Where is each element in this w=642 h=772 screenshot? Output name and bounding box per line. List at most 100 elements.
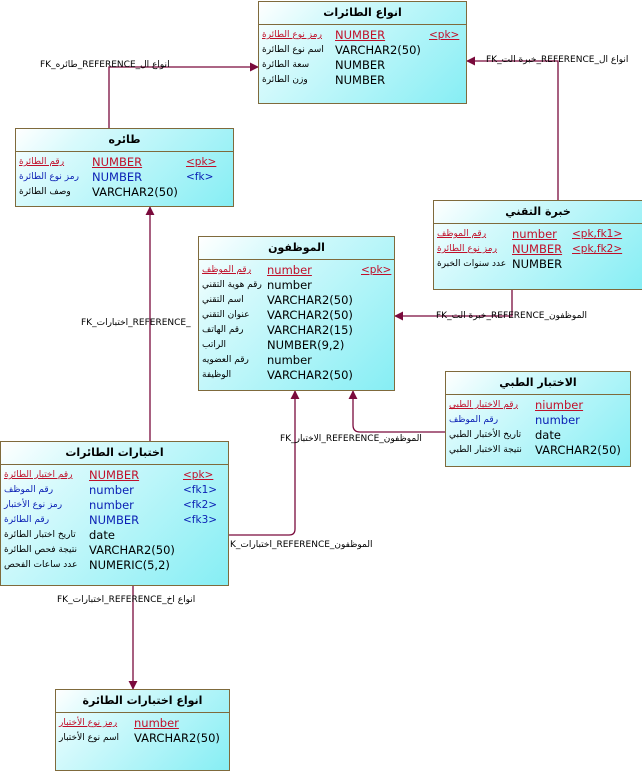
column-name: رقم اختبار الطائرة [4, 470, 73, 480]
column-key-badge: <pk,fk2> [572, 243, 623, 255]
column-name: عنوان التقني [202, 310, 250, 320]
column-key-badge: <pk,fk1> [572, 228, 623, 240]
column-type: VARCHAR2(50) [134, 731, 220, 745]
column-row[interactable]: رقم الطائرة NUMBER <fk3> [1, 513, 228, 528]
link-medical-to-employees[interactable] [348, 390, 445, 433]
column-name: نتيجة فحص الطائرة [4, 545, 77, 555]
column-name: نتيجة الاختبار الطبي [449, 445, 522, 455]
column-name: رقم الموظف [449, 415, 499, 425]
column-row[interactable]: تاريخ الأختبار الطبي date [446, 428, 630, 443]
relationship-label: FK_طائره_REFERENCE_انواع ال [40, 60, 170, 70]
column-type: date [89, 528, 115, 542]
column-row[interactable]: اسم نوع الطائرة VARCHAR2(50) [259, 43, 466, 58]
column-type: NUMBER [92, 155, 143, 169]
column-key-badge: <fk2> [183, 499, 218, 511]
column-name: عدد ساعات الفحص [4, 560, 78, 570]
column-key-badge: <pk> [186, 156, 217, 168]
column-row[interactable]: رمز نوع الطائرة NUMBER <pk,fk2> [434, 242, 642, 257]
column-name: رقم الاختبار الطبي [449, 400, 518, 410]
column-type: NUMBER(9,2) [267, 338, 345, 352]
link-aircraft-to-types[interactable] [108, 62, 259, 128]
column-name: وصف الطائرة [19, 187, 71, 197]
column-name: سعة الطائرة [262, 60, 310, 70]
column-name: تاريخ اختبار الطائرة [4, 530, 76, 540]
column-name: رقم الموظف [4, 485, 54, 495]
column-name: اسم التقني [202, 295, 244, 305]
column-type: NUMERIC(5,2) [89, 558, 170, 572]
link-tests-to-employees[interactable] [229, 390, 300, 536]
column-row[interactable]: عدد ساعات الفحص NUMERIC(5,2) [1, 558, 228, 573]
column-key-badge: <fk1> [183, 484, 218, 496]
relationship-label: FK_اختبارات_REFERENCE_ [81, 318, 191, 328]
column-type: VARCHAR2(50) [335, 43, 421, 57]
column-list: رقم الموظف number <pk,fk1> رمز نوع الطائرة N… [434, 224, 642, 272]
entity-title: طائره [16, 129, 233, 152]
column-type: NUMBER [512, 242, 563, 256]
column-type: NUMBER [335, 28, 386, 42]
column-type: niumber [535, 398, 584, 412]
entity-title: انواع اختبارات الطائرة [56, 690, 229, 713]
column-row[interactable]: الراتب NUMBER(9,2) [199, 338, 394, 353]
column-row[interactable]: رقم الموظف number <pk,fk1> [434, 227, 642, 242]
link-experience-to-types[interactable] [466, 56, 559, 200]
link-experience-to-employees[interactable] [394, 290, 513, 321]
column-row[interactable]: اسم نوع الأختبار VARCHAR2(50) [56, 731, 229, 746]
column-row[interactable]: رقم الطائرة NUMBER <pk> [16, 155, 233, 170]
column-row[interactable]: رقم الاختبار الطبي niumber [446, 398, 630, 413]
column-name: الراتب [202, 340, 227, 350]
entity-aircraft[interactable]: طائره رقم الطائرة NUMBER <pk> رمز نوع الطائ… [15, 128, 234, 207]
column-name: رمز نوع الطائرة [437, 244, 497, 254]
column-name: اسم نوع الطائرة [262, 45, 324, 55]
column-type: NUMBER [89, 468, 140, 482]
column-key-badge: <fk3> [183, 514, 218, 526]
column-name: اسم نوع الأختبار [59, 733, 119, 743]
column-name: رقم الطائرة [19, 157, 65, 167]
relationship-label: FK_الاختبار_REFERENCE_الموظفون [280, 434, 422, 444]
column-type: date [535, 428, 561, 442]
column-name: رمز نوع الأختبار [59, 718, 118, 728]
entity-title: الموظفون [199, 237, 394, 260]
column-type: number [512, 227, 557, 241]
column-type: NUMBER [335, 73, 386, 87]
column-type: VARCHAR2(50) [267, 368, 353, 382]
column-row[interactable]: تاريخ اختبار الطائرة date [1, 528, 228, 543]
column-name: رقم الطائرة [4, 515, 50, 525]
entity-title: انواع الطائرات [259, 2, 466, 25]
column-type: number [267, 278, 312, 292]
column-name: رقم الموظف [437, 229, 487, 239]
column-type: NUMBER [92, 170, 143, 184]
column-type: NUMBER [89, 513, 140, 527]
column-key-badge: <pk> [361, 264, 392, 276]
column-name: تاريخ الأختبار الطبي [449, 430, 522, 440]
